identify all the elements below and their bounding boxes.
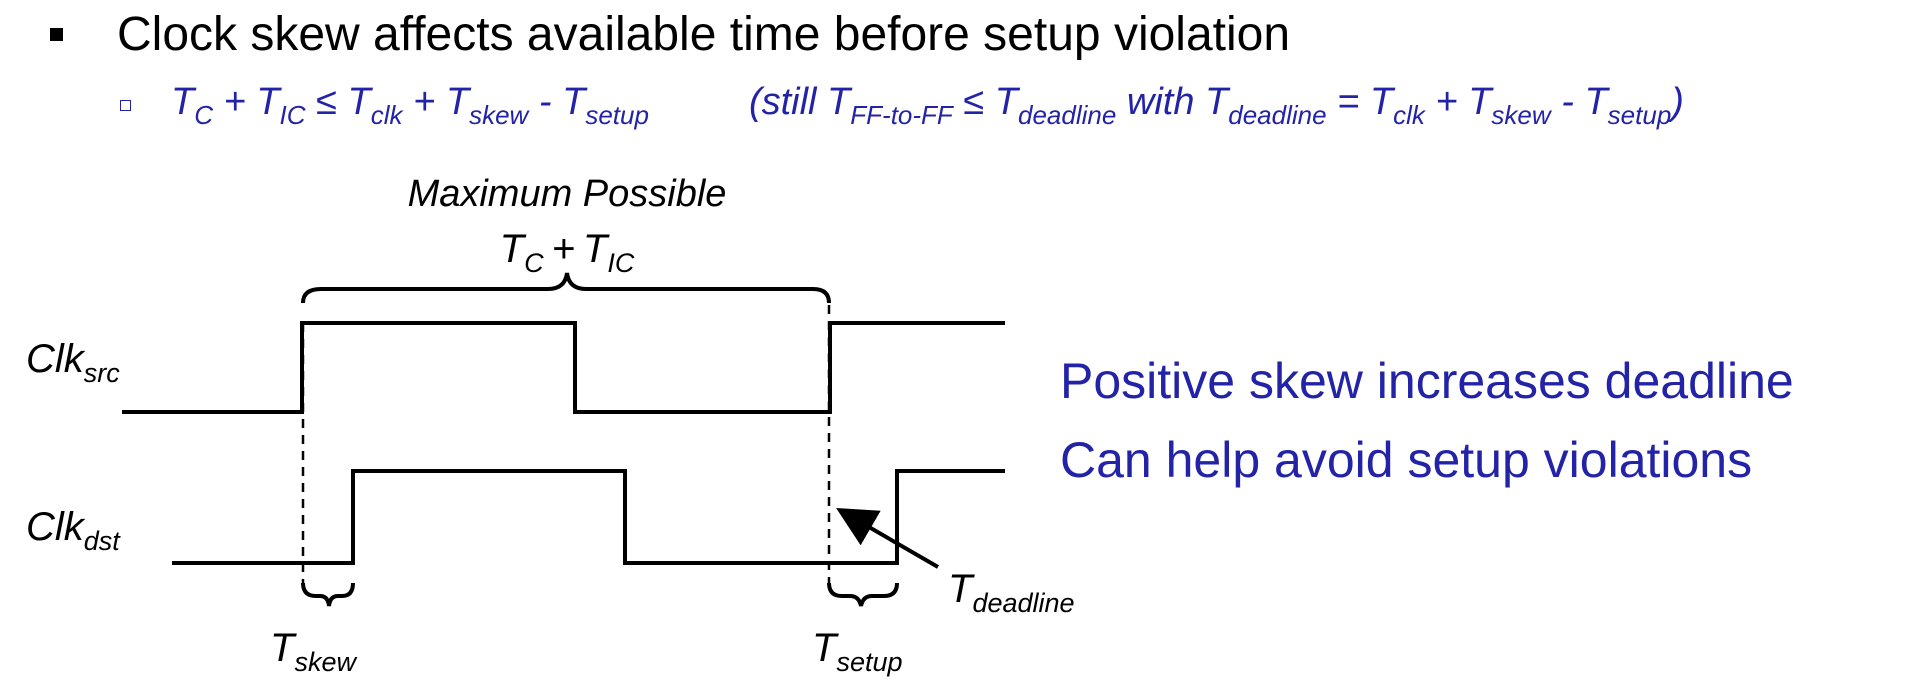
formula-term: T [827,80,851,123]
formula-op: + [1435,80,1458,123]
formula-sub: FF-to-FF [850,99,953,130]
formula-op: - [538,80,552,123]
formula-term: T [994,80,1018,123]
formula-term: T [1205,80,1229,123]
formula-op: + [413,80,436,123]
formula-sub: setup [585,99,649,130]
formula-term: T [562,80,586,123]
deadline-arrow [836,507,940,569]
skew-brace [301,582,355,607]
formula-word: (still [748,80,817,123]
formula-op: ≤ [316,80,337,123]
setup-brace [827,582,899,607]
formula-sub: skew [1491,99,1551,130]
bullet-square-icon [50,27,63,41]
hollow-square-icon [120,99,131,111]
formula-op: = [1337,80,1360,123]
formula-sub: clk [370,99,403,130]
main-bullet-text: Clock skew affects available time before… [117,7,1291,61]
formula-sub: setup [1607,99,1672,130]
formula-sub: deadline [1228,99,1327,130]
formula-op: - [1561,80,1574,123]
sub-bullet: TC + TIC ≤ Tclk + Tskew - Tsetup (still … [120,72,1684,132]
formula-term: T [445,80,470,123]
formula-op: + [223,80,246,123]
formula-term: T [1584,80,1608,123]
formula-op: ≤ [963,80,985,123]
max-time-brace [301,272,831,304]
tc-tic-label: TC+TIC [500,227,635,278]
main-bullet: Clock skew affects available time before… [50,4,1290,64]
formula-sub: C [194,99,213,130]
clk-src-waveform [122,321,1005,414]
formula-sub: clk [1393,99,1425,130]
formula-term: T [256,80,280,123]
side-note-avoid-violations: Can help avoid setup violations [1060,432,1753,488]
formula: TC + TIC ≤ Tclk + Tskew - Tsetup [171,80,649,128]
formula-term: T [171,80,195,123]
formula-sub: deadline [1018,99,1117,130]
side-note-positive-skew: Positive skew increases deadline [1060,353,1794,409]
formula-term: T [1468,80,1492,123]
t-deadline-label: Tdeadline [948,567,1075,618]
formula-sub: IC [279,99,306,130]
clk-dst-waveform [172,469,1005,565]
formula-word: with [1126,80,1195,123]
t-skew-label: Tskew [270,626,357,677]
formula-op: ) [1671,80,1684,123]
t-setup-label: Tsetup [812,626,903,677]
formula-term: T [347,80,371,123]
clk-dst-label: Clkdst [26,505,121,556]
max-possible-label: Maximum Possible [408,173,727,215]
clk-src-label: Clksrc [26,337,120,388]
formula-term: T [1369,80,1394,123]
formula-sub: skew [469,99,529,130]
formula-note: (still TFF-to-FF ≤ Tdeadline with Tdeadl… [748,80,1684,128]
